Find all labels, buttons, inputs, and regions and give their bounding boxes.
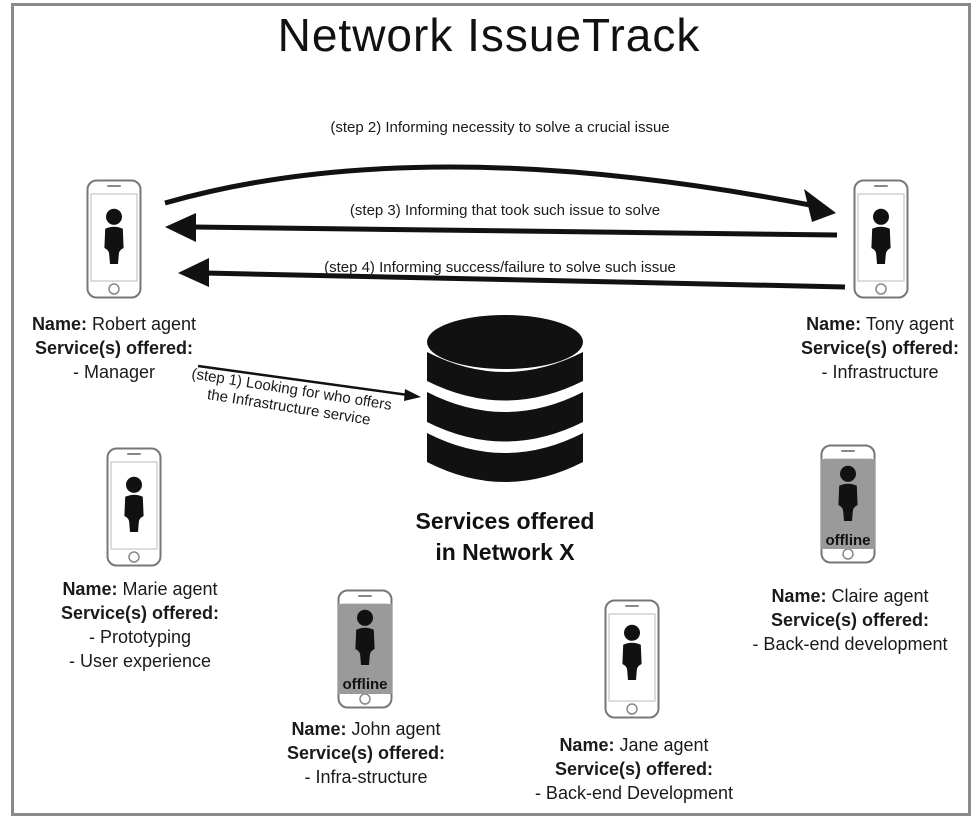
agent-name: Jane agent [619, 735, 709, 755]
service-item: - User experience [68, 651, 212, 671]
name-label: Name: [771, 586, 827, 606]
agent-info-claire: Name: Claire agent Service(s) offered: -… [728, 584, 972, 656]
step4-label: (step 4) Informing success/failure to so… [324, 259, 676, 276]
service-item: - Infrastructure [821, 362, 939, 382]
diagram-title: Network IssueTrack [277, 9, 701, 61]
step4-arrow [178, 258, 846, 290]
agent-name: Marie agent [122, 579, 218, 599]
step3-label: (step 3) Informing that took such issue … [350, 202, 660, 219]
services-label: Service(s) offered: [60, 603, 220, 623]
agent-info-robert: Name: Robert agent Service(s) offered: -… [14, 312, 214, 384]
name-label: Name: [291, 719, 347, 739]
agent-info-jane: Name: Jane agent Service(s) offered: - B… [512, 733, 756, 805]
agent-name: Tony agent [865, 314, 954, 334]
service-item: - Back-end development [752, 634, 948, 654]
diagram-frame [11, 3, 971, 816]
services-label: Service(s) offered: [800, 338, 960, 358]
agent-name: Claire agent [831, 586, 929, 606]
agent-name: John agent [351, 719, 441, 739]
step2-label: (step 2) Informing necessity to solve a … [330, 119, 669, 136]
phone-john: offline [337, 589, 393, 709]
phone-jane [604, 599, 660, 719]
step2-arrow [164, 164, 836, 222]
phone-robert [86, 179, 142, 299]
name-label: Name: [62, 579, 118, 599]
services-label: Service(s) offered: [554, 759, 714, 779]
services-label: Service(s) offered: [286, 743, 446, 763]
database-icon [427, 315, 583, 482]
agent-name: Robert agent [91, 314, 197, 334]
phone-claire: offline [820, 444, 876, 564]
services-label: Service(s) offered: [34, 338, 194, 358]
service-item: - Manager [72, 362, 156, 382]
service-item: - Back-end Development [534, 783, 734, 803]
step3-arrow [165, 213, 838, 242]
name-label: Name: [31, 314, 87, 334]
agent-info-john: Name: John agent Service(s) offered: - I… [266, 717, 466, 789]
services-label: Service(s) offered: [770, 610, 930, 630]
offline-badge-john: offline [343, 676, 388, 693]
agent-info-tony: Name: Tony agent Service(s) offered: - I… [782, 312, 978, 384]
database-label: Services offered in Network X [415, 508, 595, 565]
name-label: Name: [806, 314, 862, 334]
step1-arrow [197, 364, 421, 401]
offline-badge-claire: offline [826, 532, 871, 549]
name-label: Name: [559, 735, 615, 755]
service-item: - Prototyping [88, 627, 192, 647]
phone-marie [106, 447, 162, 567]
phone-tony [853, 179, 909, 299]
agent-info-marie: Name: Marie agent Service(s) offered: - … [40, 577, 240, 673]
service-item: - Infra-structure [304, 767, 428, 787]
